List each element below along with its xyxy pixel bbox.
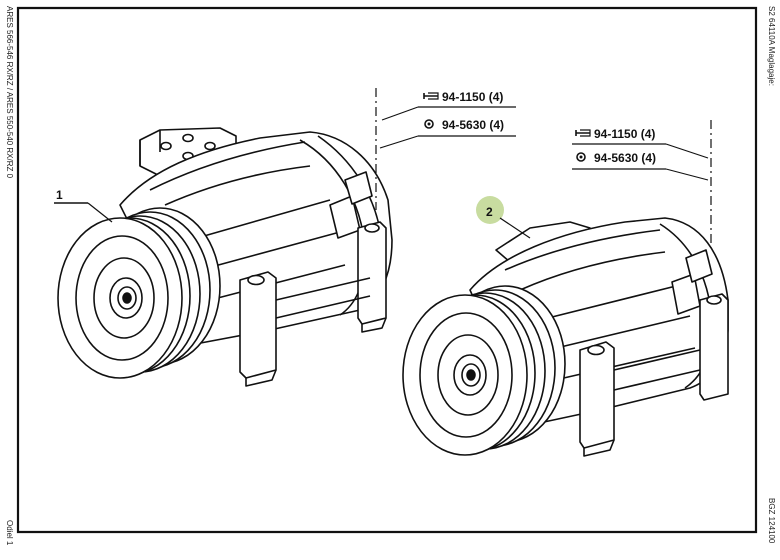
ref-group2-b: 94-5630 (4) [594, 151, 656, 165]
reference-group-1: 94-1150 (4) 94-5630 (4) [376, 88, 516, 210]
ref-group2-a: 94-1150 (4) [594, 127, 655, 141]
wrench-torque-icon [424, 93, 438, 99]
callout-2-label: 2 [486, 205, 493, 219]
compressor-1 [58, 128, 392, 386]
compressor-2 [403, 218, 728, 456]
callout-1-label: 1 [56, 188, 63, 202]
thread-lock-icon [577, 153, 585, 161]
callout-2-leader [500, 218, 530, 238]
reference-group-2: 94-1150 (4) 94-5630 (4) [572, 120, 711, 248]
drawing-frame [18, 8, 756, 532]
callout-1-leader [88, 203, 112, 222]
thread-lock-icon [425, 120, 433, 128]
ref-group1-b: 94-5630 (4) [442, 118, 504, 132]
ref-group1-a: 94-1150 (4) [442, 90, 503, 104]
wrench-torque-icon [576, 130, 590, 136]
callout-2-highlight [476, 196, 504, 224]
